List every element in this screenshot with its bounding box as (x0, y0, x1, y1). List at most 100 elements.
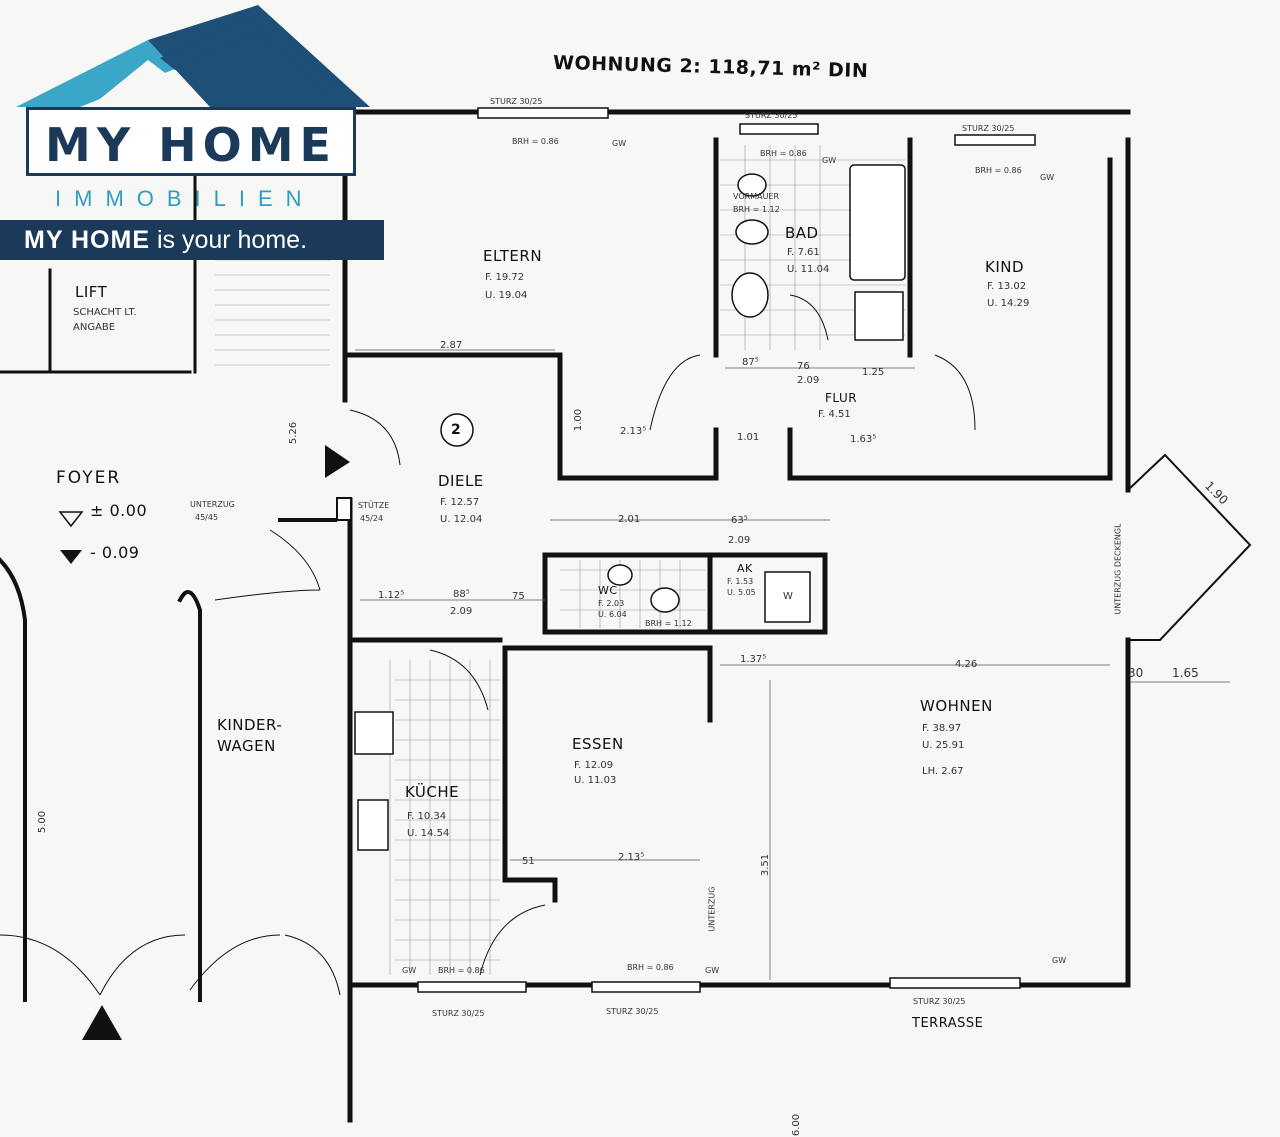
room-bad-f: F. 7.61 (787, 247, 820, 258)
room-diele-f: F. 12.57 (440, 497, 480, 508)
bathtub (849, 164, 906, 281)
room-flur-name: FLUR (825, 391, 858, 405)
basin-1 (737, 173, 767, 197)
wall-essen-left (502, 645, 558, 903)
kinderwagen-line1: KINDER- (217, 716, 283, 734)
window-wohnen (889, 977, 1021, 989)
vormauer-label: VORMAUER (733, 192, 780, 201)
tiles-bad (720, 145, 905, 350)
room-kind-name: KIND (985, 258, 1025, 276)
brh-bad: BRH = 0.86 (760, 149, 807, 158)
level-marker-2 (60, 550, 82, 564)
dim-213a: 2.13⁵ (620, 426, 647, 437)
door-essen (479, 904, 546, 976)
door-entrance (349, 409, 401, 466)
door-kind (934, 354, 976, 431)
window-kind (954, 134, 1036, 146)
level-marker-1 (58, 511, 84, 528)
gw-bad: GW (822, 156, 837, 165)
dim-100: 1.00 (573, 408, 585, 432)
room-essen-u: U. 11.03 (574, 775, 617, 786)
door-kueche (429, 649, 489, 711)
wall-arch-2 (177, 590, 202, 1002)
tiles-kueche (389, 660, 500, 975)
entrance-arrow (325, 445, 350, 478)
logo-wordmark: MY HOME (45, 118, 337, 172)
toilet-bad (735, 219, 769, 245)
shower (854, 291, 904, 341)
door-bad (789, 294, 829, 341)
room-wohnen-f: F. 38.97 (922, 723, 962, 734)
room-ak-u: U. 5.05 (727, 588, 756, 597)
dim-600: 6.00 (791, 1113, 803, 1137)
brh-wc: BRH = 1.12 (645, 619, 692, 628)
logo-slogan: MY HOME is your home. (0, 220, 384, 260)
room-bad-name: BAD (785, 224, 819, 242)
room-kind-f: F. 13.02 (987, 281, 1027, 292)
room-wc-u: U. 6.04 (598, 610, 627, 619)
dim-137: 1.37⁵ (740, 654, 767, 665)
window-bad (739, 123, 819, 135)
unterzug-size: 45/45 (195, 513, 219, 522)
slogan-brand: MY HOME (24, 226, 150, 254)
toilet-wc (607, 564, 633, 586)
room-diele-u: U. 12.04 (440, 514, 483, 525)
window-essen (591, 981, 701, 993)
wall-lift (48, 268, 197, 374)
door-eltern (649, 354, 701, 431)
gw-kind: GW (1040, 173, 1055, 182)
room-lift-sub1: SCHACHT LT. (73, 307, 137, 318)
dim-112: 1.12⁵ (378, 590, 405, 601)
stairs (215, 259, 330, 366)
slogan-rest: is your home. (156, 226, 308, 254)
room-wohnen-h: LH. 2.67 (922, 766, 964, 777)
dim-526: 5.26 (288, 421, 300, 445)
apartment-marker: 2 (451, 422, 462, 438)
marker-circle (440, 413, 474, 447)
wall-arch-1 (0, 557, 27, 1002)
dim-201: 2.01 (618, 514, 641, 525)
washer (764, 571, 811, 623)
brh-essen: BRH = 0.86 (627, 963, 674, 972)
dim-87: 87⁵ (742, 357, 759, 368)
dim-76: 76 (797, 361, 810, 372)
terrasse-label: TERRASSE (912, 1016, 984, 1031)
gw-kueche: GW (402, 966, 417, 975)
room-bad-u: U. 11.04 (787, 264, 830, 275)
room-flur-f: F. 4.51 (818, 409, 851, 420)
brh-kueche: BRH = 0.86 (438, 966, 485, 975)
window-kueche (417, 981, 527, 993)
room-essen-f: F. 12.09 (574, 760, 614, 771)
logo-frame: MY HOME (26, 107, 356, 176)
room-wc-name: WC (598, 584, 618, 597)
gw-essen: GW (705, 966, 720, 975)
dim-88: 88⁵ (453, 589, 470, 600)
bay-window (1127, 453, 1252, 641)
dim-351: 3.51 (760, 853, 772, 877)
dim-63: 63⁵ (731, 515, 748, 526)
window-eltern (477, 107, 609, 119)
sturz-bad: STURZ 30/25 (745, 111, 798, 120)
unterzug-essen: UNTERZUG (707, 886, 717, 932)
kinderwagen-line2: WAGEN (217, 737, 276, 755)
washer-label: W (783, 591, 793, 602)
sturz-kueche: STURZ 30/25 (432, 1009, 485, 1018)
room-ak-f: F. 1.53 (727, 577, 754, 586)
room-wohnen-name: WOHNEN (920, 697, 993, 715)
foyer-arrow (82, 1005, 122, 1040)
dim-209-diele: 2.09 (728, 535, 751, 546)
gw-wohnen: GW (1052, 956, 1067, 965)
dim-30: 30 (1128, 666, 1144, 680)
wall-kind-bottom (787, 157, 1113, 481)
wall-essen-top (507, 645, 713, 723)
brh-kind: BRH = 0.86 (975, 166, 1022, 175)
basin-wc (650, 587, 680, 613)
room-kueche-f: F. 10.34 (407, 811, 447, 822)
unterzug-label: UNTERZUG (190, 500, 235, 509)
room-kueche-name: KÜCHE (405, 783, 460, 801)
room-wc-f: F. 2.03 (598, 599, 625, 608)
dim-426: 4.26 (955, 659, 978, 670)
room-lift-name: LIFT (75, 283, 108, 301)
